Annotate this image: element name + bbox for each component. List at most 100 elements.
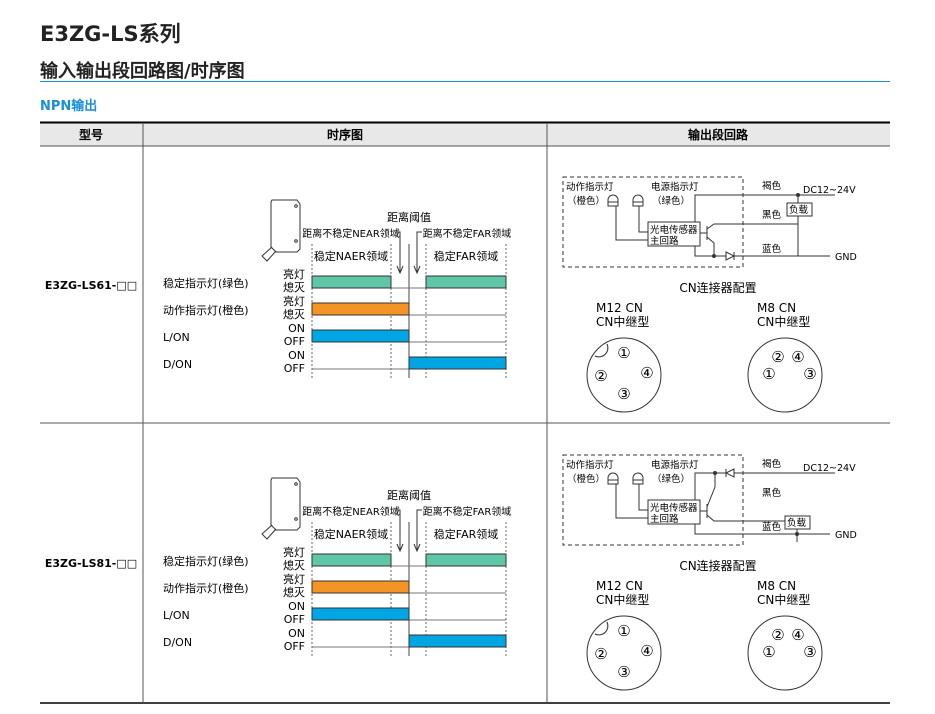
pin-label: ② [771,626,784,644]
section-title: 输入输出段回路图/时序图 [40,61,245,82]
blue-wire-label: 蓝色 [762,521,782,533]
state-on-label: ON [288,349,305,362]
far-unstable-label: 距离不稳定FAR领域 [423,227,512,240]
operation-led-label: 动作指示灯 [566,459,614,471]
power-led-label: 电源指示灯 [651,459,699,471]
far-unstable-label: 距离不稳定FAR领域 [423,505,512,518]
d-on-bar [408,634,507,648]
far-stable-label: 稳定FAR领域 [434,527,499,541]
pin-label: ④ [791,626,804,644]
sensor-icon [261,477,301,540]
stable-indicator-on-bar [425,553,507,567]
signal-label: D/ON [163,636,192,649]
state-off-label: 熄灭 [283,280,305,294]
state-on-label: ON [288,627,305,640]
main-circuit-label: 主回路 [650,235,679,247]
arrow-down-icon [413,231,422,275]
pin-label: ④ [640,642,653,660]
stable-indicator-on-bar [425,275,507,289]
state-off-label: OFF [284,335,305,348]
sensor-icon [261,199,301,262]
column-header-model: 型号 [79,127,103,142]
pin-label: ② [594,367,607,385]
state-on-label: 亮灯 [283,572,305,586]
brown-wire-label: 褐色 [762,458,782,470]
model-name: E3ZG-LS61-□□ [45,279,137,292]
pin-label: ③ [803,643,816,661]
threshold-label: 距离阈值 [387,210,431,224]
state-off-label: OFF [284,640,305,653]
operation-led-label: 动作指示灯 [566,181,614,193]
m12-relay-label: CN中继型 [596,314,649,329]
state-on-label: 亮灯 [283,545,305,559]
load-label: 负载 [787,517,807,529]
arrow-down-icon [395,231,404,275]
led-icon [632,194,644,207]
diode-icon [724,468,735,478]
stable-indicator-on-bar [311,275,392,289]
m12-relay-label: CN中继型 [596,592,649,607]
connector-config-title: CN连接器配置 [679,558,756,573]
power-led-color: （绿色） [652,195,690,207]
pin-label: ② [594,645,607,663]
pin-label: ① [617,622,630,640]
m12-label: M12 CN [596,579,643,593]
signal-label: L/ON [163,331,190,344]
main-circuit-label: 光电传感器 [650,224,698,236]
led-icon [632,472,644,485]
m12-connector-icon [586,615,662,691]
operation-indicator-on-bar [311,302,410,316]
pin-label: ④ [791,348,804,366]
pin-label: ③ [617,663,630,681]
signal-label: D/ON [163,358,192,371]
m8-label: M8 CN [757,301,796,315]
brown-wire-label: 褐色 [762,180,782,192]
signal-label: 稳定指示灯(绿色) [163,276,249,290]
state-on-label: ON [288,322,305,335]
state-off-label: 熄灭 [283,585,305,599]
signal-label: L/ON [163,609,190,622]
state-on-label: 亮灯 [283,267,305,281]
near-unstable-label: 距离不稳定NEAR领域 [302,227,400,240]
near-unstable-label: 距离不稳定NEAR领域 [302,505,400,518]
blue-wire-label: 蓝色 [762,243,782,255]
l-on-bar [311,607,410,621]
pin-label: ③ [803,365,816,383]
pin-label: ③ [617,385,630,403]
main-circuit-box [647,221,701,247]
m12-connector-icon [586,337,662,413]
m8-label: M8 CN [757,579,796,593]
main-circuit-label: 光电传感器 [650,502,698,514]
power-led-label: 电源指示灯 [651,181,699,193]
vcc-label: DC12~24V [803,185,856,196]
m8-relay-label: CN中继型 [757,314,810,329]
led-icon [607,472,619,485]
state-on-label: 亮灯 [283,294,305,308]
model-name: E3ZG-LS81-□□ [45,557,137,570]
npn-output-heading: NPN输出 [40,99,98,114]
l-on-bar [311,329,410,343]
m12-label: M12 CN [596,301,643,315]
gnd-label: GND [835,252,857,263]
state-off-label: OFF [284,362,305,375]
black-wire-label: 黑色 [762,209,782,221]
near-stable-label: 稳定NAER领域 [314,527,388,541]
load-label: 负载 [789,204,809,216]
power-led-color: （绿色） [652,473,690,485]
pin-label: ① [762,365,775,383]
signal-label: 稳定指示灯(绿色) [163,554,249,568]
near-stable-label: 稳定NAER领域 [314,249,388,263]
black-wire-label: 黑色 [762,487,782,499]
pin-label: ② [771,348,784,366]
signal-label: 动作指示灯(橙色) [163,303,249,317]
arrow-down-icon [395,509,404,553]
arrow-down-icon [413,509,422,553]
operation-indicator-on-bar [311,580,410,594]
state-off-label: OFF [284,613,305,626]
state-off-label: 熄灭 [283,307,305,321]
threshold-label: 距离阈值 [387,488,431,502]
m8-connector-icon [747,615,823,691]
